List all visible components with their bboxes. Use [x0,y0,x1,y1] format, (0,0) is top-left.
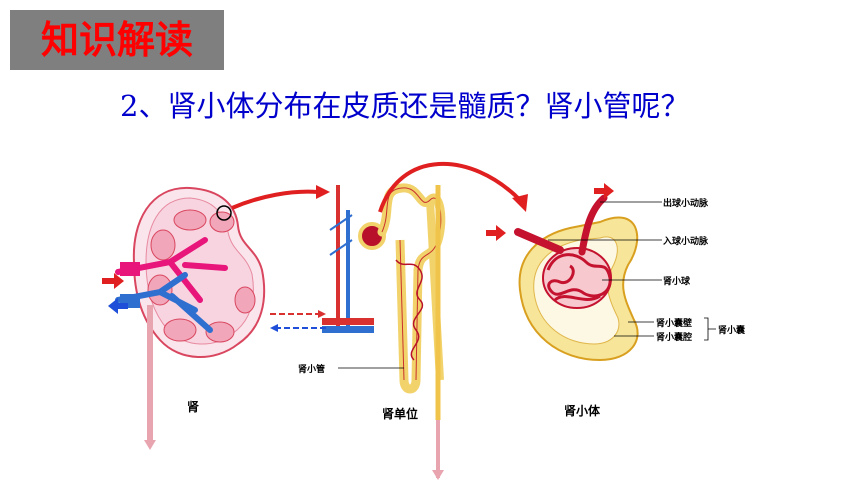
renal-corpuscle-illustration [486,183,716,362]
tubule-label: 肾小管 [298,365,326,375]
kidney-caption: 肾 [187,400,200,414]
nephron-caption: 肾单位 [382,407,419,421]
glomerulus-label: 肾小球 [663,277,691,287]
capsule-wall-label: 肾小囊壁 [656,319,693,329]
nephron-illustration [270,183,446,480]
question-text: 2、肾小体分布在皮质还是髓质？肾小管呢？ [120,89,690,123]
capsule-cavity-label: 肾小囊腔 [656,333,693,343]
kidney-illustration [102,186,266,450]
section-badge-text: 知识解读 [40,18,193,62]
corpuscle-caption: 肾小体 [564,404,601,418]
capsule-label: 肾小囊 [718,326,746,336]
afferent-arteriole-label: 入球小动脉 [663,237,709,247]
section-badge: 知识解读 [10,10,224,70]
efferent-arteriole-label: 出球小动脉 [663,199,709,209]
